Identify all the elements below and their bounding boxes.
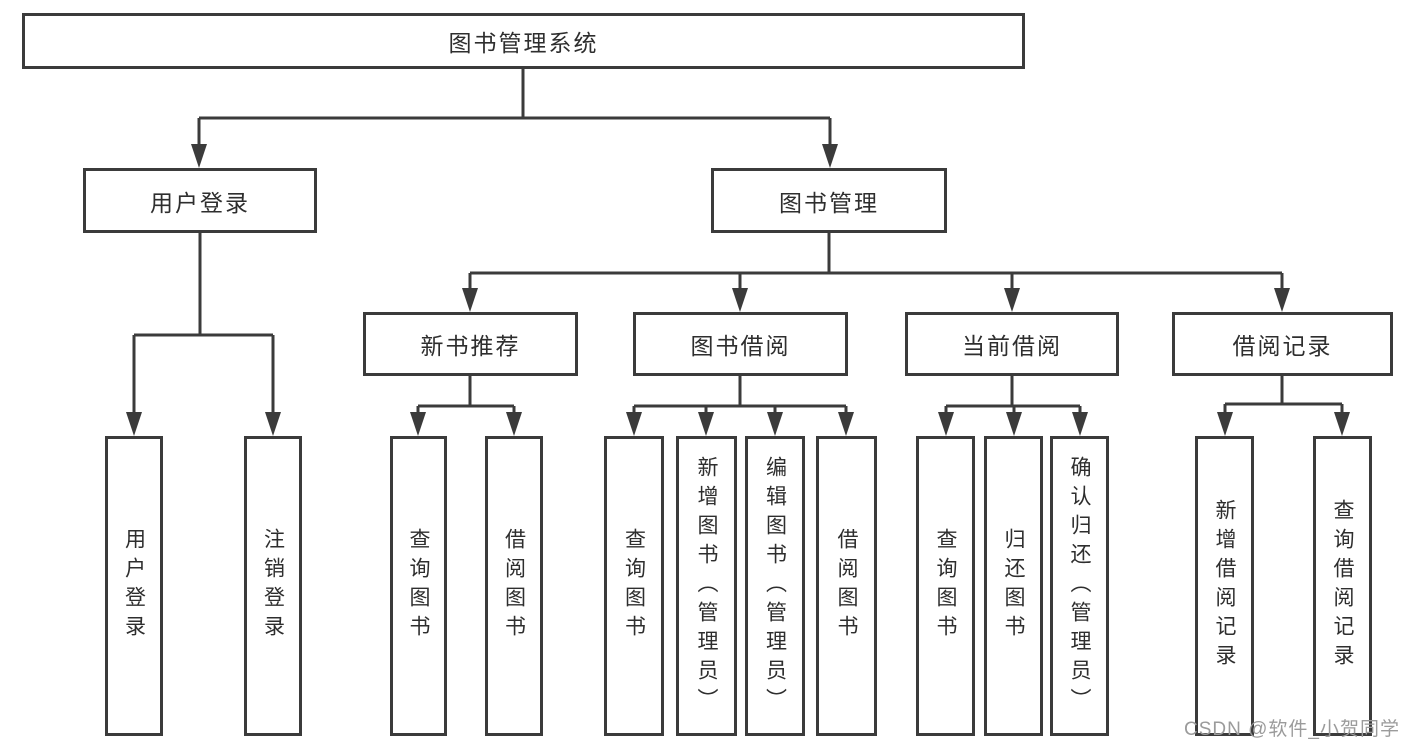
arrowhead — [410, 412, 426, 436]
connector-user-login-children — [132, 233, 275, 418]
node-leaf-recommend-borrow-books: 借阅图书 — [485, 436, 543, 736]
node-borrowing-records: 借阅记录 — [1172, 312, 1393, 376]
node-leaf-recommend-query-books: 查询图书 — [390, 436, 447, 736]
node-leaf-borrowing-add-books-label: 新增图书（管理员） — [695, 455, 718, 717]
connector-book-borrowing-children — [632, 376, 848, 418]
node-user-login-label: 用户登录 — [150, 189, 250, 216]
arrowhead — [767, 412, 783, 436]
arrowhead — [626, 412, 642, 436]
node-leaf-current-confirm-return: 确认归还（管理员） — [1050, 436, 1109, 736]
node-root: 图书管理系统 — [22, 13, 1025, 69]
node-leaf-current-query-books-label: 查询图书 — [934, 528, 957, 644]
node-leaf-borrowing-query-books: 查询图书 — [604, 436, 664, 736]
node-leaf-recommend-query-books-label: 查询图书 — [407, 528, 430, 644]
connector-borrowing-records-children — [1223, 376, 1344, 418]
arrowhead — [506, 412, 522, 436]
node-leaf-borrowing-query-books-label: 查询图书 — [622, 528, 646, 644]
node-new-book-recommend: 新书推荐 — [363, 312, 578, 376]
arrowhead — [1334, 412, 1350, 436]
arrowhead — [698, 412, 714, 436]
node-leaf-logout-label: 注销登录 — [261, 528, 285, 644]
node-leaf-records-add-record-label: 新增借阅记录 — [1213, 499, 1236, 673]
node-leaf-recommend-borrow-books-label: 借阅图书 — [502, 528, 526, 644]
csdn-watermark: CSDN @软件_小贺同学 — [1184, 719, 1400, 740]
node-leaf-current-return-books: 归还图书 — [984, 436, 1043, 736]
node-leaf-records-add-record: 新增借阅记录 — [1195, 436, 1254, 736]
node-leaf-current-confirm-return-label: 确认归还（管理员） — [1068, 455, 1091, 717]
arrowhead — [822, 144, 838, 168]
arrowhead — [1006, 412, 1022, 436]
arrowhead — [732, 288, 748, 312]
arrowhead — [1217, 412, 1233, 436]
connector-new-book-recommend-children — [416, 376, 516, 418]
node-leaf-borrowing-edit-books-label: 编辑图书（管理员） — [763, 455, 787, 717]
node-leaf-borrowing-add-books: 新增图书（管理员） — [676, 436, 737, 736]
arrowhead — [1004, 288, 1020, 312]
arrowheads — [126, 144, 1350, 436]
arrowhead — [462, 288, 478, 312]
node-book-borrowing: 图书借阅 — [633, 312, 848, 376]
node-leaf-current-query-books: 查询图书 — [916, 436, 975, 736]
connector-root-to-level2 — [197, 69, 832, 146]
node-book-management: 图书管理 — [711, 168, 947, 233]
arrowhead — [838, 412, 854, 436]
node-book-borrowing-label: 图书借阅 — [690, 333, 791, 359]
node-book-management-label: 图书管理 — [779, 189, 879, 216]
arrowhead — [1274, 288, 1290, 312]
node-user-login: 用户登录 — [83, 168, 317, 233]
arrowhead — [265, 412, 281, 436]
node-leaf-user-login-label: 用户登录 — [122, 528, 146, 644]
connector-current-borrowing-children — [944, 376, 1082, 418]
node-leaf-user-login: 用户登录 — [105, 436, 163, 736]
arrowhead — [938, 412, 954, 436]
arrowhead — [191, 144, 207, 168]
node-leaf-borrowing-borrow-books: 借阅图书 — [816, 436, 877, 736]
node-leaf-current-return-books-label: 归还图书 — [1002, 528, 1025, 644]
connector-book-management-children — [468, 233, 1284, 292]
node-leaf-borrowing-borrow-books-label: 借阅图书 — [835, 528, 858, 644]
node-root-label: 图书管理系统 — [448, 30, 599, 56]
node-new-book-recommend-label: 新书推荐 — [420, 333, 521, 359]
node-leaf-logout: 注销登录 — [244, 436, 302, 736]
node-current-borrowing: 当前借阅 — [905, 312, 1119, 376]
node-leaf-records-query-record: 查询借阅记录 — [1313, 436, 1372, 736]
node-leaf-records-query-record-label: 查询借阅记录 — [1331, 499, 1354, 673]
node-leaf-borrowing-edit-books: 编辑图书（管理员） — [745, 436, 805, 736]
node-borrowing-records-label: 借阅记录 — [1232, 333, 1333, 359]
arrowhead — [126, 412, 142, 436]
node-current-borrowing-label: 当前借阅 — [962, 333, 1062, 359]
arrowhead — [1072, 412, 1088, 436]
